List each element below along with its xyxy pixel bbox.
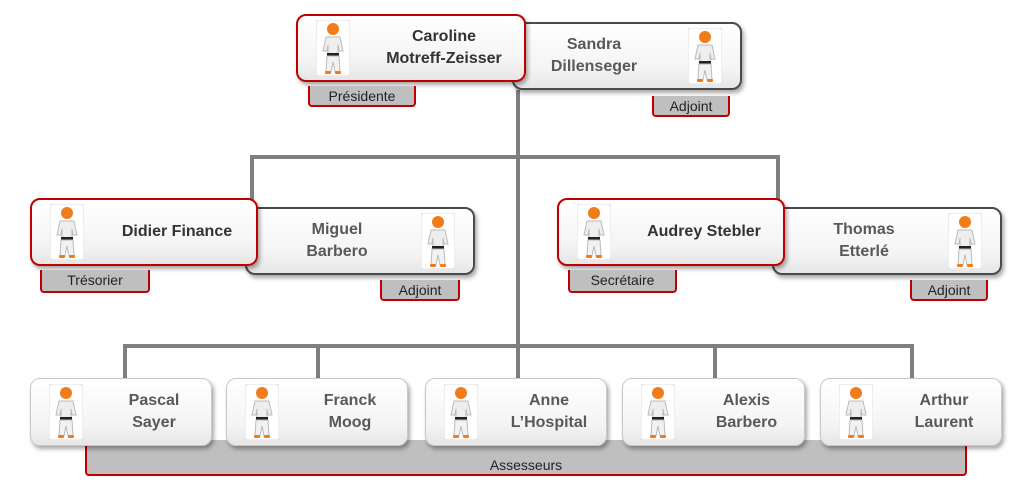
connector-line: [123, 344, 127, 380]
member-card-president[interactable]: Caroline Motreff-Zeisser: [296, 14, 526, 82]
role-label: Secrétaire: [568, 270, 677, 293]
member-name: Didier Finance: [121, 223, 233, 240]
member-name: Arthur Laurent: [914, 392, 974, 431]
member-card-treasurer-deputy[interactable]: Miguel Barbero: [245, 207, 475, 275]
member-name: Audrey Stebler: [647, 223, 761, 240]
karate-figure-icon: [839, 384, 873, 440]
role-label: Adjoint: [910, 280, 988, 301]
connector-line: [123, 344, 914, 348]
karate-figure-icon: [641, 384, 675, 440]
member-name: Franck Moog: [323, 392, 377, 431]
karate-figure-icon: [50, 204, 84, 260]
karate-figure-icon: [245, 384, 279, 440]
connector-line: [713, 344, 717, 380]
karate-figure-icon: [49, 384, 83, 440]
role-label: Trésorier: [40, 270, 150, 293]
karate-figure-icon: [948, 213, 982, 269]
member-card-treasurer[interactable]: Didier Finance: [30, 198, 258, 266]
role-label: Adjoint: [652, 96, 730, 117]
connector-line: [776, 155, 780, 200]
karate-figure-icon: [688, 28, 722, 84]
assessor-card[interactable]: Alexis Barbero: [622, 378, 805, 446]
member-card-president-deputy[interactable]: Sandra Dillenseger: [512, 22, 742, 90]
assessor-card[interactable]: Pascal Sayer: [30, 378, 212, 446]
connector-line: [910, 344, 914, 380]
role-label: Adjoint: [380, 280, 460, 301]
karate-figure-icon: [316, 20, 350, 76]
connector-line: [516, 90, 520, 378]
assessors-label: Assesseurs: [85, 440, 967, 476]
member-name: Thomas Etterlé: [833, 221, 895, 260]
assessor-card[interactable]: Anne L’Hospital: [425, 378, 607, 446]
member-name: Pascal Sayer: [128, 392, 180, 431]
karate-figure-icon: [577, 204, 611, 260]
member-name: Miguel Barbero: [306, 221, 368, 260]
member-card-secretary[interactable]: Audrey Stebler: [557, 198, 785, 266]
karate-figure-icon: [444, 384, 478, 440]
member-name: Alexis Barbero: [715, 392, 778, 431]
member-name: Anne L’Hospital: [510, 392, 588, 431]
member-card-secretary-deputy[interactable]: Thomas Etterlé: [772, 207, 1002, 275]
assessor-card[interactable]: Arthur Laurent: [820, 378, 1002, 446]
connector-line: [250, 155, 780, 159]
connector-line: [316, 344, 320, 380]
connector-line: [250, 155, 254, 200]
assessor-card[interactable]: Franck Moog: [226, 378, 408, 446]
role-label: Présidente: [308, 86, 416, 107]
member-name: Caroline Motreff-Zeisser: [386, 28, 502, 67]
member-name: Sandra Dillenseger: [550, 36, 638, 75]
karate-figure-icon: [421, 213, 455, 269]
